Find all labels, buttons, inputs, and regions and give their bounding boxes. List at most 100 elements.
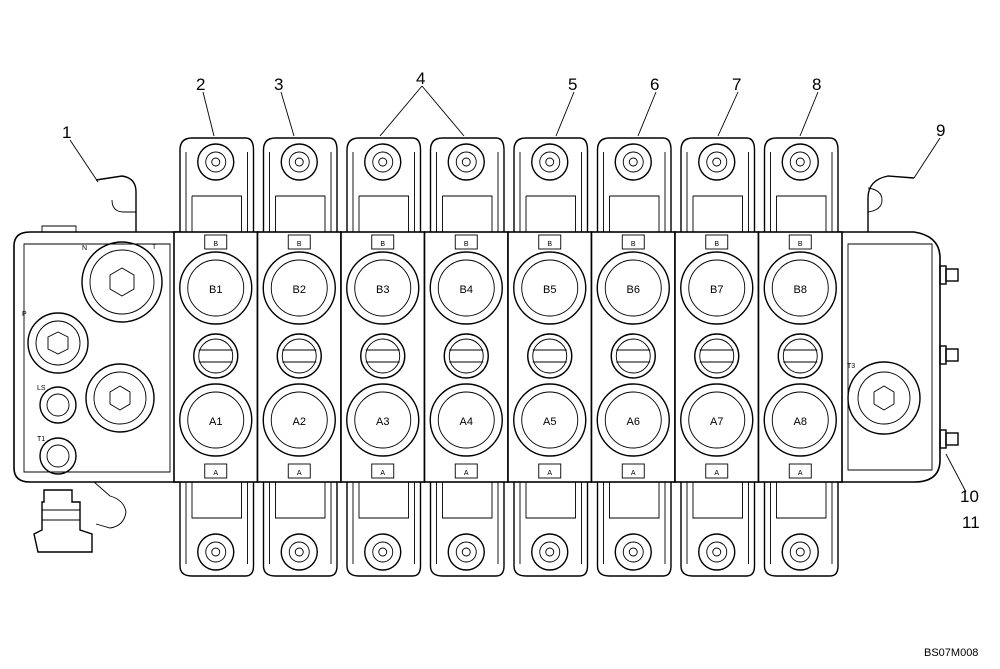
top-spool-cap-icon: [531, 143, 569, 181]
bottom-spool-cap-icon: [280, 533, 318, 571]
section-top-mark: B: [213, 241, 218, 248]
a-port-label: A4: [460, 416, 473, 428]
a-port-label: A3: [376, 416, 389, 428]
outlet-section: T3: [839, 175, 959, 483]
bottom-actuator-cap: [429, 482, 505, 577]
section-bottom-mark: A: [714, 470, 719, 477]
section-top-mark: B: [464, 241, 469, 248]
a-port-icon: [429, 383, 503, 457]
a-port-label: A7: [710, 416, 723, 428]
callout-2: 2: [196, 75, 205, 94]
inlet-section: N T P LS T1: [13, 175, 179, 553]
spool-plug-icon: [360, 333, 406, 379]
b-port-icon: [596, 251, 670, 325]
a-port-icon: [179, 383, 253, 457]
top-spool-cap-icon: [698, 143, 736, 181]
top-actuator-cap: [513, 137, 589, 232]
b-port-icon: [763, 251, 837, 325]
b-port-icon: [346, 251, 420, 325]
a-port-icon: [513, 383, 587, 457]
bottom-actuator-cap: [596, 482, 672, 577]
a-port-label: A8: [794, 416, 807, 428]
section-top-mark: B: [714, 241, 719, 248]
bottom-actuator-cap: [179, 482, 255, 577]
b-port-label: B8: [794, 284, 807, 296]
callout-9: 9: [936, 121, 945, 140]
outlet-port-t3-label: T3: [847, 363, 855, 370]
spool-plug-icon: [276, 333, 322, 379]
top-spool-cap-icon: [614, 143, 652, 181]
spool-plug-icon: [443, 333, 489, 379]
inlet-port-ls-label: LS: [37, 385, 46, 392]
drawing-code: BS07M008: [924, 647, 978, 659]
b-port-label: B1: [209, 284, 222, 296]
top-actuator-cap: [680, 137, 756, 232]
b-port-icon: [179, 251, 253, 325]
bottom-actuator-cap: [262, 482, 338, 577]
callout-4: 4: [416, 69, 425, 88]
bottom-spool-cap-icon: [531, 533, 569, 571]
b-port-label: B7: [710, 284, 723, 296]
bottom-actuator-cap: [513, 482, 589, 577]
section-top-mark: B: [547, 241, 552, 248]
bottom-spool-cap-icon: [698, 533, 736, 571]
section-top-mark: B: [380, 241, 385, 248]
callout-5: 5: [568, 75, 577, 94]
bottom-actuator-cap: [346, 482, 422, 577]
spool-plug-icon: [527, 333, 573, 379]
a-port-icon: [346, 383, 420, 457]
section-top-mark: B: [297, 241, 302, 248]
top-spool-cap-icon: [781, 143, 819, 181]
spool-plug-icon: [193, 333, 239, 379]
b-port-icon: [262, 251, 336, 325]
section-body: [340, 231, 426, 483]
callout-7: 7: [732, 75, 741, 94]
section-top-mark: B: [798, 241, 803, 248]
bottom-spool-cap-icon: [364, 533, 402, 571]
callout-11: 11: [962, 513, 980, 532]
section-bottom-mark: A: [213, 470, 218, 477]
spool-plug-icon: [610, 333, 656, 379]
top-spool-cap-icon: [447, 143, 485, 181]
bottom-spool-cap-icon: [781, 533, 819, 571]
section-body: [256, 231, 342, 483]
b-port-label: B3: [376, 284, 389, 296]
inlet-port-p-label: P: [22, 311, 27, 318]
inlet-port-t-label: T: [152, 244, 157, 251]
callout-10: 10: [960, 487, 979, 506]
a-port-label: A2: [293, 416, 306, 428]
top-actuator-cap: [346, 137, 422, 232]
section-bottom-mark: A: [631, 470, 636, 477]
b-port-label: B2: [293, 284, 306, 296]
top-actuator-cap: [262, 137, 338, 232]
section-body: [590, 231, 676, 483]
section-bottom-mark: A: [547, 470, 552, 477]
b-port-icon: [429, 251, 503, 325]
spool-plug-icon: [694, 333, 740, 379]
bottom-spool-cap-icon: [197, 533, 235, 571]
callout-3: 3: [274, 75, 283, 94]
a-port-icon: [763, 383, 837, 457]
top-actuator-cap: [596, 137, 672, 232]
top-spool-cap-icon: [280, 143, 318, 181]
section-body: [173, 231, 259, 483]
section-bottom-mark: A: [464, 470, 469, 477]
top-actuator-cap: [763, 137, 839, 232]
bottom-actuator-cap: [680, 482, 756, 577]
b-port-label: B4: [460, 284, 473, 296]
section-bottom-mark: A: [380, 470, 385, 477]
a-port-icon: [262, 383, 336, 457]
b-port-label: B5: [543, 284, 556, 296]
section-bottom-mark: A: [297, 470, 302, 477]
work-sections: BAB1A1BAB2A2BAB3A3BAB4A4BAB5A5BAB6A6BAB7…: [173, 137, 843, 577]
inlet-port-t1-label: T1: [37, 436, 45, 443]
top-actuator-cap: [179, 137, 255, 232]
top-spool-cap-icon: [364, 143, 402, 181]
a-port-icon: [680, 383, 754, 457]
a-port-label: A5: [543, 416, 556, 428]
